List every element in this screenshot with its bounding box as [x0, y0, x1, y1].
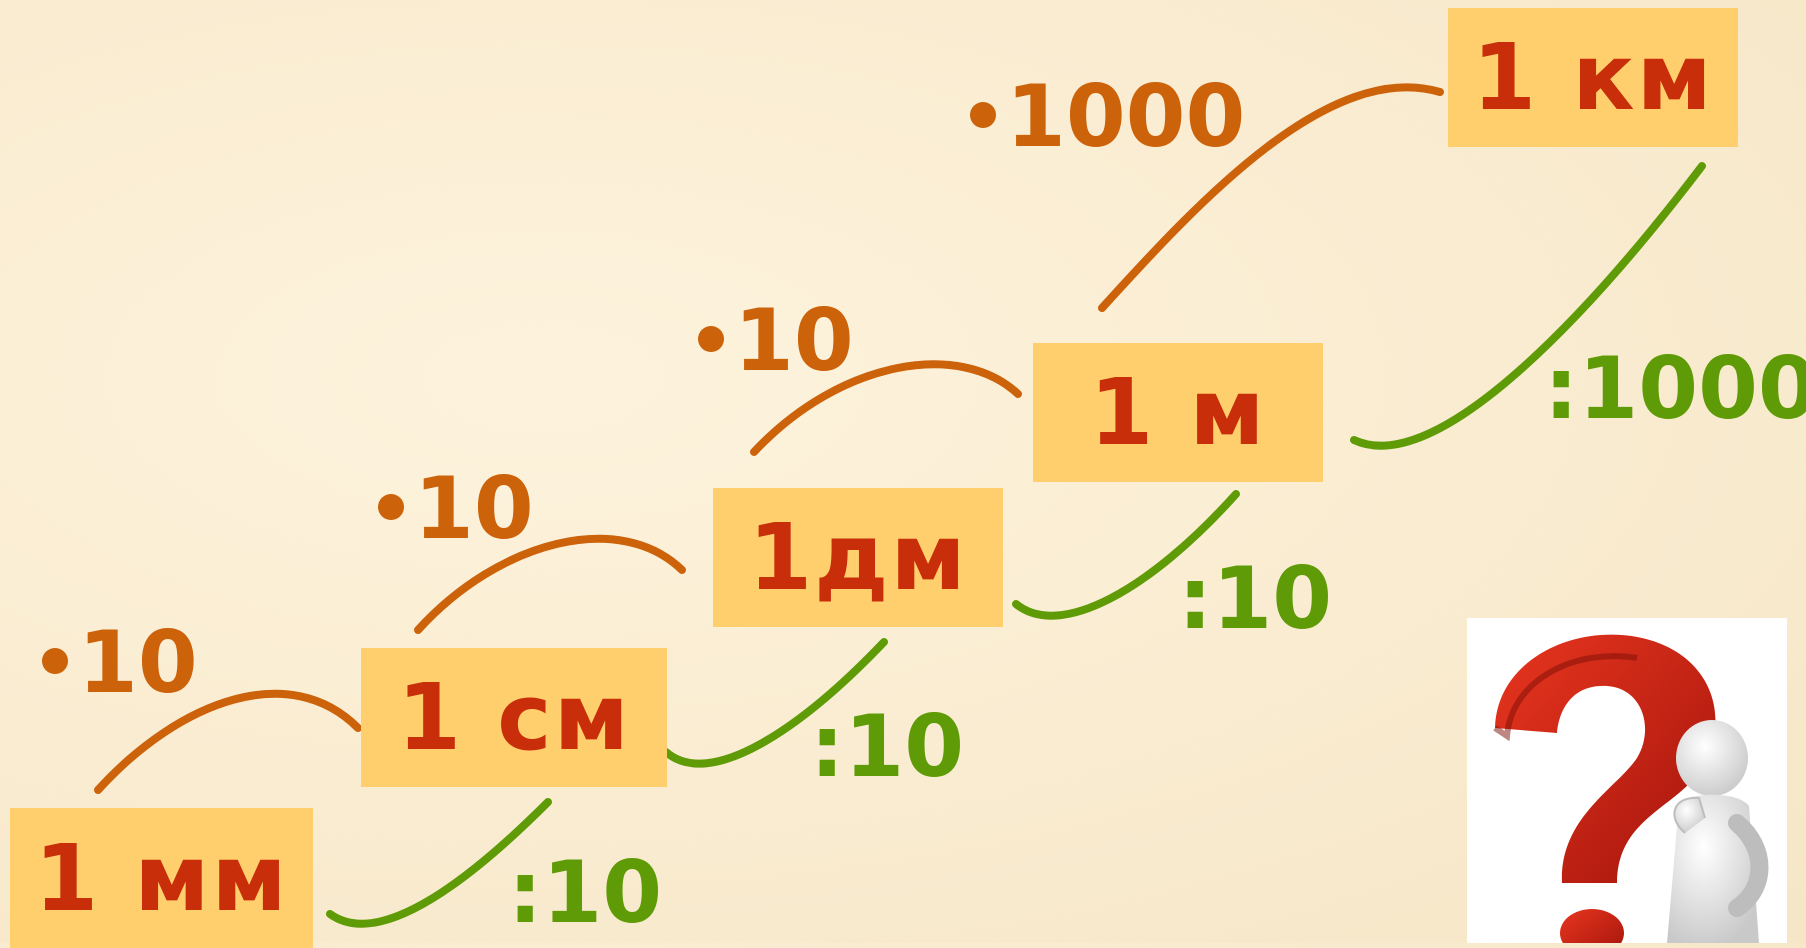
unit-label-mm: 1 мм [34, 824, 289, 932]
multiply-dot-icon [970, 101, 996, 128]
multiplier-value: 10 [414, 459, 534, 559]
unit-box-cm: 1 см [361, 648, 667, 787]
multiplier-value: 10 [734, 291, 854, 391]
dm-to-cm-arc [662, 638, 888, 768]
multiplier-value: 10 [78, 613, 198, 713]
unit-label-km: 1 км [1472, 24, 1714, 131]
multiply-dot-icon [378, 493, 404, 520]
multiplier-dm-to-m: 10 [698, 298, 854, 384]
divisor-m-to-dm: :10 [1178, 549, 1333, 649]
cm-to-dm-arc [414, 534, 686, 634]
dm-to-m-arc [750, 360, 1022, 456]
multiplier-m-to-km: 1000 [970, 74, 1245, 160]
divisor-dm-to-cm: :10 [810, 697, 965, 797]
unit-label-m: 1 м [1089, 359, 1267, 466]
multiply-dot-icon [42, 647, 68, 674]
km-to-m-arc [1350, 162, 1706, 450]
mm-to-cm-arc [94, 689, 362, 794]
unit-box-mm: 1 мм [10, 808, 313, 948]
unit-box-m: 1 м [1033, 343, 1323, 482]
cm-to-mm-arc [326, 798, 552, 928]
divisor-km-to-m: :1000 [1544, 339, 1806, 439]
divisor-cm-to-mm: :10 [508, 843, 663, 943]
unit-box-km: 1 км [1448, 8, 1738, 147]
m-to-km-arc [1098, 83, 1444, 312]
m-to-dm-arc [1012, 490, 1240, 620]
multiply-dot-icon [698, 325, 724, 352]
unit-label-dm: 1дм [748, 504, 968, 611]
question-mark-person-icon [1467, 618, 1787, 943]
unit-box-dm: 1дм [713, 488, 1003, 627]
multiplier-mm-to-cm: 10 [42, 620, 198, 706]
unit-label-cm: 1 см [397, 664, 631, 771]
multiplier-cm-to-dm: 10 [378, 466, 534, 552]
multiplier-value: 1000 [1006, 67, 1246, 167]
